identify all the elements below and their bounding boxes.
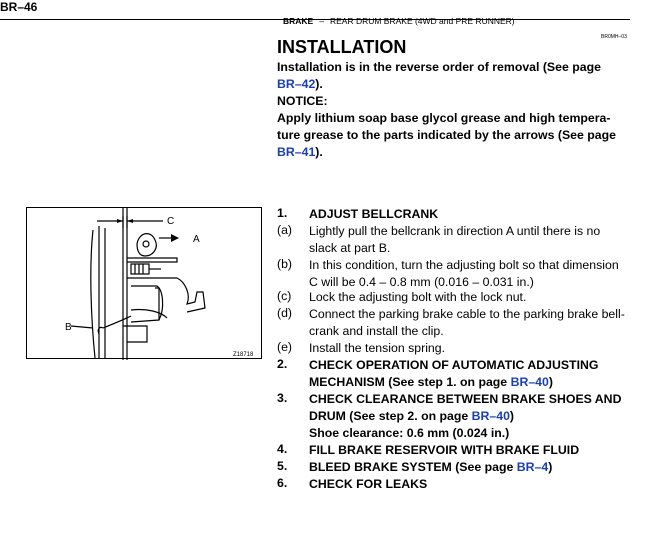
- arrow-c-left-icon: [117, 219, 123, 223]
- step-2-end: ): [548, 375, 553, 389]
- step-2-link[interactable]: BR–40: [510, 375, 549, 389]
- step-1e-number: (e): [277, 340, 293, 354]
- arrow-c-right-icon: [127, 219, 133, 223]
- step-1a-line-2: slack at part B.: [309, 241, 391, 255]
- notice-end: ).: [315, 145, 323, 159]
- header-section: BRAKE: [283, 16, 314, 26]
- bellcrank-figure: C A B Z18718: [26, 207, 262, 360]
- step-1-number: 1.: [277, 206, 288, 220]
- step-5-end: ): [548, 460, 553, 474]
- step-1c-text: Lock the adjusting bolt with the lock nu…: [309, 290, 527, 304]
- step-4-text: FILL BRAKE RESERVOIR WITH BRAKE FLUID: [309, 443, 580, 457]
- step-3-link[interactable]: BR–40: [471, 409, 510, 423]
- step-1e-text: Install the tension spring.: [309, 341, 446, 355]
- step-1b-number: (b): [277, 257, 293, 271]
- figure-label-c: C: [167, 216, 174, 227]
- notice-label: NOTICE:: [277, 94, 328, 108]
- intro-link[interactable]: BR–42: [277, 77, 316, 91]
- figure-label-b: B: [65, 322, 72, 333]
- step-1c-number: (c): [277, 289, 292, 303]
- step-1a-line-1: Lightly pull the bellcrank in direction …: [309, 224, 601, 238]
- step-5-link[interactable]: BR–4: [516, 460, 549, 474]
- step-6-number: 6.: [277, 476, 288, 490]
- step-2-text: CHECK OPERATION OF AUTOMATIC ADJUSTING M…: [309, 357, 639, 391]
- step-2-line-1: CHECK OPERATION OF AUTOMATIC ADJUSTING: [309, 358, 599, 372]
- notice-line-1: Apply lithium soap base glycol grease an…: [277, 111, 611, 125]
- step-1b-text: In this condition, turn the adjusting bo…: [309, 257, 639, 291]
- intro-text: Installation is in the reverse order of …: [277, 60, 601, 74]
- shoe-clearance-spec: Shoe clearance: 0.6 mm (0.024 in.): [309, 426, 510, 440]
- step-3-line-2: DRUM (See step 2. on page: [309, 409, 472, 423]
- step-3-number: 3.: [277, 391, 288, 405]
- arrow-a-icon: [171, 234, 179, 242]
- step-2-line-2: MECHANISM (See step 1. on page: [309, 375, 511, 389]
- step-1b-line-2: C will be 0.4 – 0.8 mm (0.016 – 0.031 in…: [309, 275, 534, 289]
- header-subsection: REAR DRUM BRAKE (4WD and PRE RUNNER): [329, 16, 515, 26]
- intro-end: ).: [315, 77, 323, 91]
- step-1a-number: (a): [277, 223, 293, 237]
- step-4-number: 4.: [277, 442, 288, 456]
- page-number: BR–46: [0, 0, 38, 14]
- step-3-end: ): [509, 409, 515, 423]
- step-6-text: CHECK FOR LEAKS: [309, 477, 428, 491]
- section-title: INSTALLATION: [277, 37, 407, 57]
- header-separator: –: [319, 16, 324, 26]
- header-rule: [0, 19, 630, 20]
- step-1d-line-2: crank and install the clip.: [309, 324, 444, 338]
- step-5-line-1: BLEED BRAKE SYSTEM (See page: [309, 460, 517, 474]
- bellcrank-illustration: C A B Z18718: [65, 208, 254, 360]
- notice-link[interactable]: BR–41: [277, 145, 316, 159]
- document-code: BR0MH–03: [601, 34, 627, 40]
- running-header: BRAKE–REAR DRUM BRAKE (4WD and PRE RUNNE…: [283, 16, 515, 26]
- step-1d-line-1: Connect the parking brake cable to the p…: [309, 307, 625, 321]
- step-5-text: BLEED BRAKE SYSTEM (See page BR–4): [309, 459, 639, 476]
- step-2-number: 2.: [277, 357, 288, 371]
- step-3-line-1: CHECK CLEARANCE BETWEEN BRAKE SHOES AND: [309, 392, 622, 406]
- step-1d-number: (d): [277, 306, 293, 320]
- step-1d-text: Connect the parking brake cable to the p…: [309, 306, 639, 340]
- step-1a-text: Lightly pull the bellcrank in direction …: [309, 223, 639, 257]
- notice-line-2: ture grease to the parts indicated by th…: [277, 128, 616, 142]
- figure-id: Z18718: [233, 352, 254, 358]
- step-5-number: 5.: [277, 459, 288, 473]
- step-1-title: ADJUST BELLCRANK: [309, 207, 439, 221]
- intro-paragraph: Installation is in the reverse order of …: [277, 59, 637, 161]
- figure-label-a: A: [193, 234, 200, 245]
- step-3-text: CHECK CLEARANCE BETWEEN BRAKE SHOES AND …: [309, 391, 639, 442]
- step-1b-line-1: In this condition, turn the adjusting bo…: [309, 258, 619, 272]
